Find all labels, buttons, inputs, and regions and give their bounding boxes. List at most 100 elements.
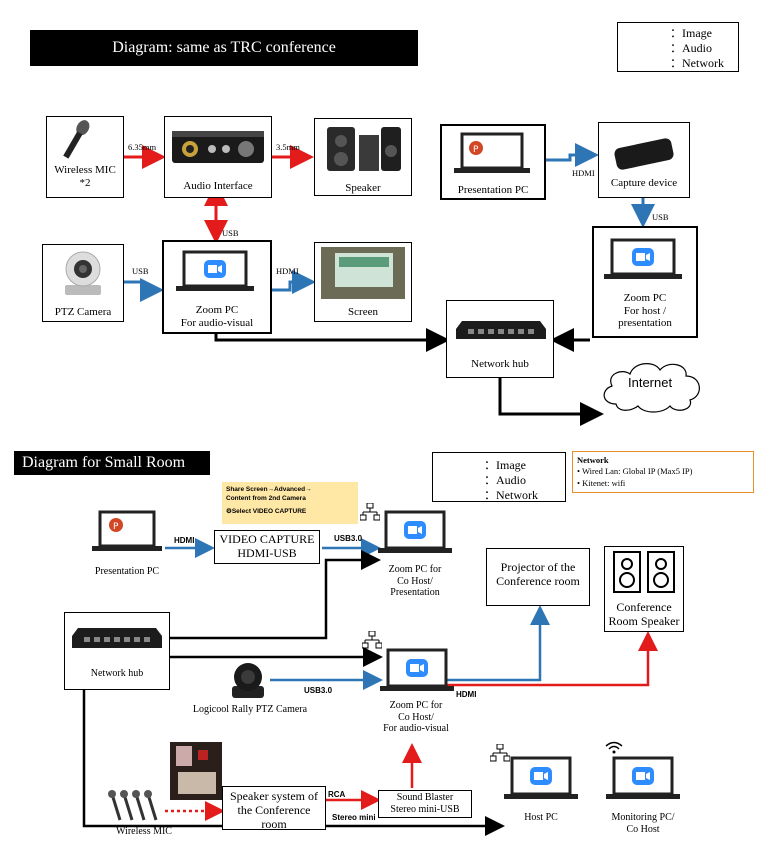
speaker-icon [613,551,675,593]
sound-blaster-node [378,790,472,818]
zoom-laptop-icon [604,238,682,279]
zoom-co-host-av-label: Zoom PC for Co Host/ For audio-visual [383,700,449,734]
svg-text:P: P [113,522,119,532]
presentation-pc-label: Presentation PC [457,184,529,196]
zoom-laptop-icon [380,648,454,691]
internet-cloud-icon [603,363,700,413]
audio-interface-label: Audio Interface [183,180,253,192]
edge-label-pres-capture-b: HDMI [174,536,195,545]
edge-label-zoom-screen: HDMI [276,266,299,276]
edge-label-ai-zoom: USB [222,228,239,238]
edge-label-camera-zoom-b: USB3.0 [304,686,333,695]
host-pc-label: Host PC [524,812,558,823]
legend-bottom-network-label: ：Network [484,488,538,502]
edge-hub-internet [498,378,604,426]
zoom-pc-av-label: Zoom PC For audio-visual [180,304,254,329]
ptz-camera-node [42,244,124,322]
network-note-title: Network [577,455,609,465]
camera-icon [65,251,101,295]
wireless-mic-b-label: Wireless MIC [116,826,172,837]
legend-top [617,22,739,72]
zoom-pc-host-node [592,226,698,338]
edge-hub-bottom [82,690,505,836]
edge-label-camera-zoom: USB [132,266,149,276]
rally-camera-label: Logicool Rally PTZ Camera [192,704,308,715]
network-hub-b-node [64,612,170,690]
edge-label-zoom-outputs: HDMI [456,690,477,699]
ptz-camera-label: PTZ Camera [54,306,112,318]
edge-label-pres-capture: HDMI [572,168,595,178]
network-hub-icon [72,628,162,648]
network-port-icon [360,503,380,521]
edge-label-capture-zoom: USB [652,212,669,222]
video-capture-node [214,530,320,564]
legend-audio-label: ：Audio [670,41,713,55]
edge-label-stereo-mini: Stereo mini [332,813,376,822]
monitoring-pc-label: Monitoring PC/ Co Host [611,812,675,835]
legend-bottom [432,452,566,502]
zoom-pc-av-node [162,240,272,334]
edge-label-capture-zoom-b: USB3.0 [334,534,363,543]
laptop-icon: P [454,132,530,173]
speaker-label: Speaker [345,182,381,194]
projector-label: Projector of the Conference room [496,560,580,588]
zoom-laptop-icon [504,756,578,799]
edge-zoom-projector [440,605,550,682]
edge-label-mic-ai: 6.35mm [128,142,157,152]
zoom-co-host-pres-label: Zoom PC for Co Host/ Presentation [388,564,442,598]
mixer-photo [170,742,222,800]
share-screen-note: Share Screen→Advanced→ Content from 2nd … [222,482,358,524]
wifi-icon [605,741,623,754]
legend-bottom-audio-label: ：Audio [484,473,527,487]
sound-blaster-label: Sound Blaster Stereo mini-USB [390,792,460,815]
wireless-mic-node [46,116,124,198]
zoom-laptop-icon [606,756,680,799]
audio-interface-icon [172,131,264,163]
internet-label: Internet [628,375,673,390]
speaker-system-label: Speaker system of the Conference room [230,789,318,831]
network-hub-icon [456,321,546,339]
edge-label-rca: RCA [328,790,346,799]
network-note-line: • Kitenet: wifi [577,477,626,488]
page-title: Diagram: same as TRC conference [30,30,418,66]
screen-label: Screen [348,306,378,318]
audio-interface-node [164,116,272,198]
presentation-laptop-icon: P [92,510,162,551]
edge-zoom-screen [272,270,316,294]
ptz-camera-icon [232,663,264,698]
network-hub-label: Network hub [471,358,529,370]
capture-device-node [598,122,690,198]
edge-hub-zoom-pres [170,550,381,640]
legend-bottom-image-label: ：Image [484,458,526,472]
video-capture-label: VIDEO CAPTURE HDMI-USB [219,532,315,560]
edge-camera-zoom [124,278,164,302]
capture-device-label: Capture device [610,177,678,189]
legend-network-label: ：Network [670,56,724,70]
microphone-icon [63,120,90,159]
legend-image-label: ：Image [670,26,712,40]
section-title-small-room: Diagram for Small Room [14,451,210,475]
presentation-pc-node: P [440,124,546,200]
zoom-laptop-icon [176,250,254,291]
zoom-pc-host-label: Zoom PC For host / presentation [618,292,672,330]
speaker-node [314,118,412,196]
network-hub-node [446,300,554,378]
screen-node [314,242,412,322]
network-hub-b-label: Network hub [90,668,144,679]
screen-icon [321,247,405,299]
network-port-icon [490,744,510,762]
projector-node [486,548,590,606]
zoom-laptop-icon [378,510,452,553]
edge-pres-capture [545,143,599,167]
network-note-line: • Wired Lan: Global IP (Max5 IP) [577,466,693,477]
presentation-pc-b-label: Presentation PC [94,566,160,577]
network-port-icon [362,631,382,649]
capture-device-icon [614,138,674,170]
speaker-system-node [222,786,326,830]
network-note: Network • Wired Lan: Global IP (Max5 IP)… [572,451,754,493]
wireless-mic-label: Wireless MIC *2 [54,164,116,189]
svg-text:P: P [473,145,479,155]
microphone-set-icon [108,790,158,821]
speaker-icon [327,127,401,171]
edge-zoom-hub [214,328,450,352]
